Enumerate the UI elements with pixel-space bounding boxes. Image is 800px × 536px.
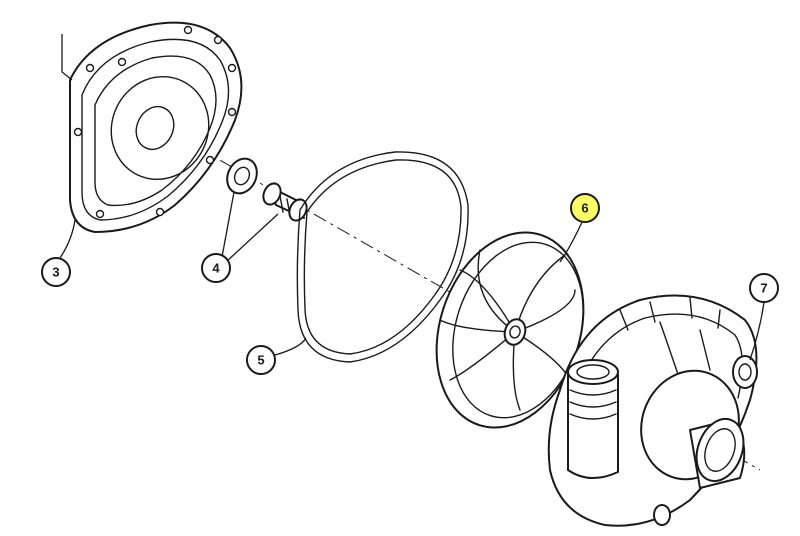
callout-3: 3 — [41, 257, 71, 287]
pump-housing-part — [547, 294, 758, 527]
callout-4: 4 — [201, 253, 231, 283]
callout-7-label: 7 — [760, 281, 767, 296]
o-ring-gasket-part — [296, 151, 469, 363]
leader-line-3 — [61, 34, 73, 81]
mechanical-seal-part — [226, 157, 308, 222]
leader-line-5 — [274, 337, 307, 356]
leader-line-4b — [225, 213, 279, 263]
callout-6-circle-highlighted — [570, 193, 600, 223]
callout-7: 7 — [749, 273, 779, 303]
leader-line-6 — [559, 219, 584, 263]
leader-line-7 — [749, 301, 765, 361]
callout-3-circle — [41, 257, 71, 287]
callout-5-label: 5 — [257, 353, 264, 368]
callout-5: 5 — [246, 345, 276, 375]
leader-line-3b — [59, 219, 76, 259]
callout-4-circle — [201, 253, 231, 283]
callout-6: 6 — [570, 193, 600, 223]
callout-6-label: 6 — [581, 201, 588, 216]
callout-7-circle — [749, 273, 779, 303]
callout-5-circle — [246, 345, 276, 375]
cover-plate-part — [69, 21, 243, 233]
leader-line-4a — [221, 191, 235, 258]
callout-4-label: 4 — [212, 261, 220, 276]
callout-3-label: 3 — [52, 265, 59, 280]
